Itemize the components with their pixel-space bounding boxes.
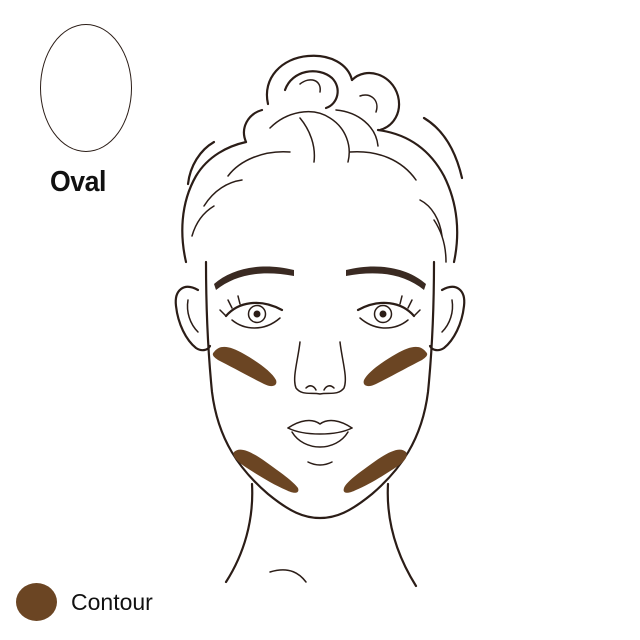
contour-swatch-icon — [16, 583, 57, 621]
right-eyebrow — [346, 266, 426, 290]
right-eye — [356, 295, 421, 329]
contour-left-cheekbone — [212, 346, 277, 387]
nose — [293, 341, 347, 395]
legend-label: Contour — [71, 588, 153, 615]
left-eye — [219, 295, 284, 329]
hair-bun — [242, 54, 401, 163]
neck — [224, 482, 418, 588]
hair-outline — [181, 116, 464, 264]
legend: Contour — [16, 583, 153, 621]
left-eyebrow — [214, 266, 294, 290]
oval-shape-icon — [40, 24, 132, 152]
contour-right-jaw — [343, 449, 407, 493]
face-shape-label: Oval — [50, 166, 107, 198]
contour-right-cheekbone — [363, 346, 428, 387]
lips — [287, 419, 353, 466]
ears — [174, 285, 466, 352]
face-outline — [204, 260, 436, 520]
contour-left-jaw — [233, 449, 299, 493]
